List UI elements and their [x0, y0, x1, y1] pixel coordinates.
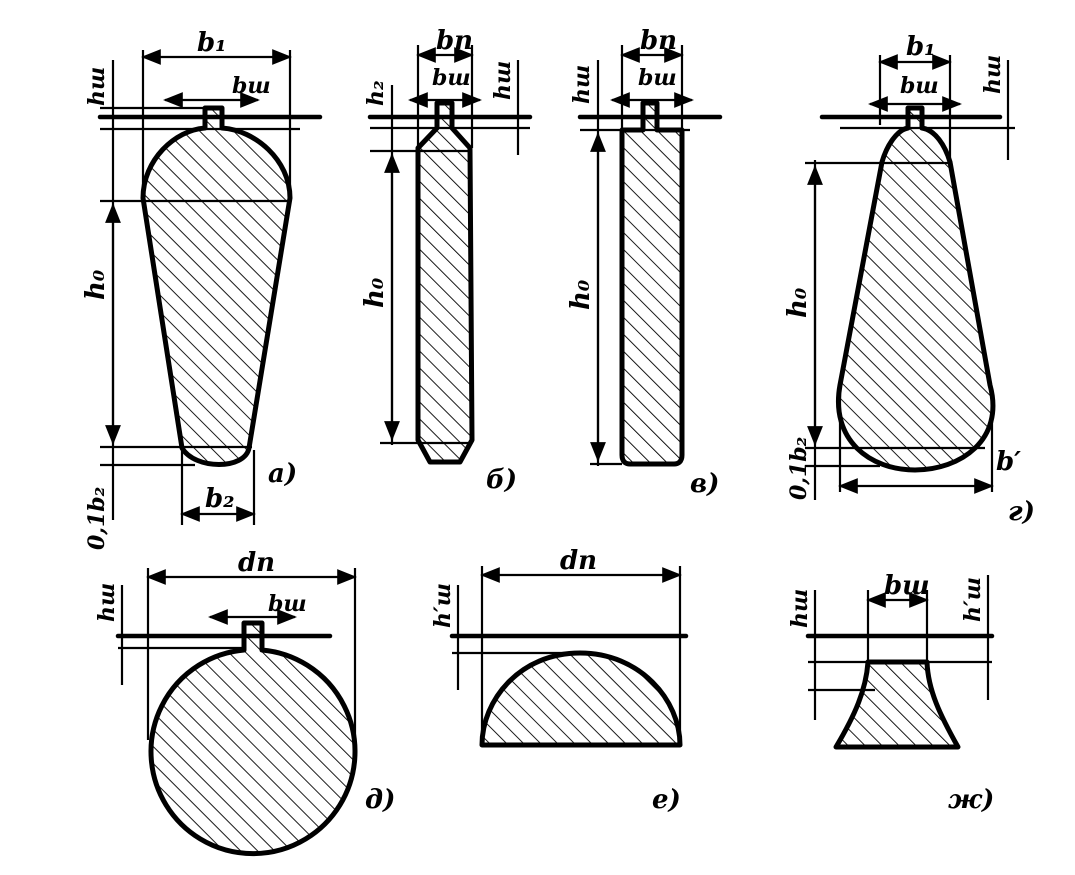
figure-f-slot-body [479, 650, 683, 748]
figure-b-bsh-label: bш [432, 65, 471, 91]
figure-b: bп bш h₀ h₂ hш б) [360, 26, 533, 495]
figure-b-caption: б) [486, 465, 517, 495]
figure-f-hsh-prime-label: h′ш [430, 583, 456, 628]
figure-g-hsh-label: hш [787, 589, 813, 628]
figure-c-bsh-label: bш [638, 65, 677, 91]
figure-b-hsh-label: hш [490, 61, 516, 100]
figure-c-slot-body [619, 100, 685, 467]
figure-d-h0-label: h₀ [783, 287, 813, 318]
figure-a-hsh-label: hш [84, 67, 110, 106]
figure-e-dp-label: dп [238, 548, 275, 578]
figure-a-h0-label: h₀ [81, 269, 111, 300]
figure-d: b₁ bш hш h₀ 0,1b₂ b′ г) [783, 32, 1035, 527]
figure-b-bp-label: bп [436, 26, 473, 56]
figure-b-h2-label: h₂ [363, 80, 389, 106]
figure-e-bsh-label: bш [268, 591, 307, 617]
figure-e: dп bш hш д) [94, 548, 395, 857]
figure-f-caption: е) [652, 785, 681, 815]
figure-e-hsh-label: hш [94, 583, 120, 622]
figure-d-slot-body [836, 105, 996, 473]
figure-d-hsh-label: hш [980, 55, 1006, 94]
figure-b-slot-body [415, 100, 475, 465]
figure-a: b₁ bш h₀ hш 0,1b₂ b₂ а) [81, 28, 323, 550]
figure-f: dп h′ш е) [430, 546, 689, 815]
figure-d-bsh-label: bш [900, 73, 939, 99]
figure-b-h0-label: h₀ [360, 277, 390, 308]
figure-c-caption: в) [690, 469, 719, 499]
figure-d-tenth-b2-label: 0,1b₂ [786, 437, 812, 500]
figure-g-hsh-prime-label: h′ш [960, 577, 986, 622]
figure-e-caption: д) [365, 785, 395, 815]
figure-a-tenth-b2-label: 0,1b₂ [84, 487, 110, 550]
figure-g: bш hш h′ш ж) [787, 571, 995, 815]
figure-e-slot-body [148, 620, 358, 857]
figure-a-caption: а) [268, 459, 297, 489]
figure-c: bп bш h₀ hш в) [566, 26, 723, 499]
figure-a-bsh-label: bш [232, 73, 271, 99]
figure-a-b2-label: b₂ [205, 484, 235, 514]
figure-d-b1-label: b₁ [906, 32, 936, 62]
figure-f-dp-label: dп [560, 546, 597, 576]
figure-c-bp-label: bп [640, 26, 677, 56]
figure-a-b1-label: b₁ [197, 28, 227, 58]
figure-d-caption: г) [1008, 497, 1035, 527]
figure-c-hsh-label: hш [569, 65, 595, 104]
figure-d-bprime-label: b′ [996, 447, 1021, 477]
figure-g-bsh-label: bш [884, 571, 930, 601]
figure-c-h0-label: h₀ [566, 279, 596, 310]
figure-a-slot-body [140, 105, 293, 467]
figure-g-slot-body [833, 659, 961, 750]
figure-g-caption: ж) [948, 785, 994, 815]
